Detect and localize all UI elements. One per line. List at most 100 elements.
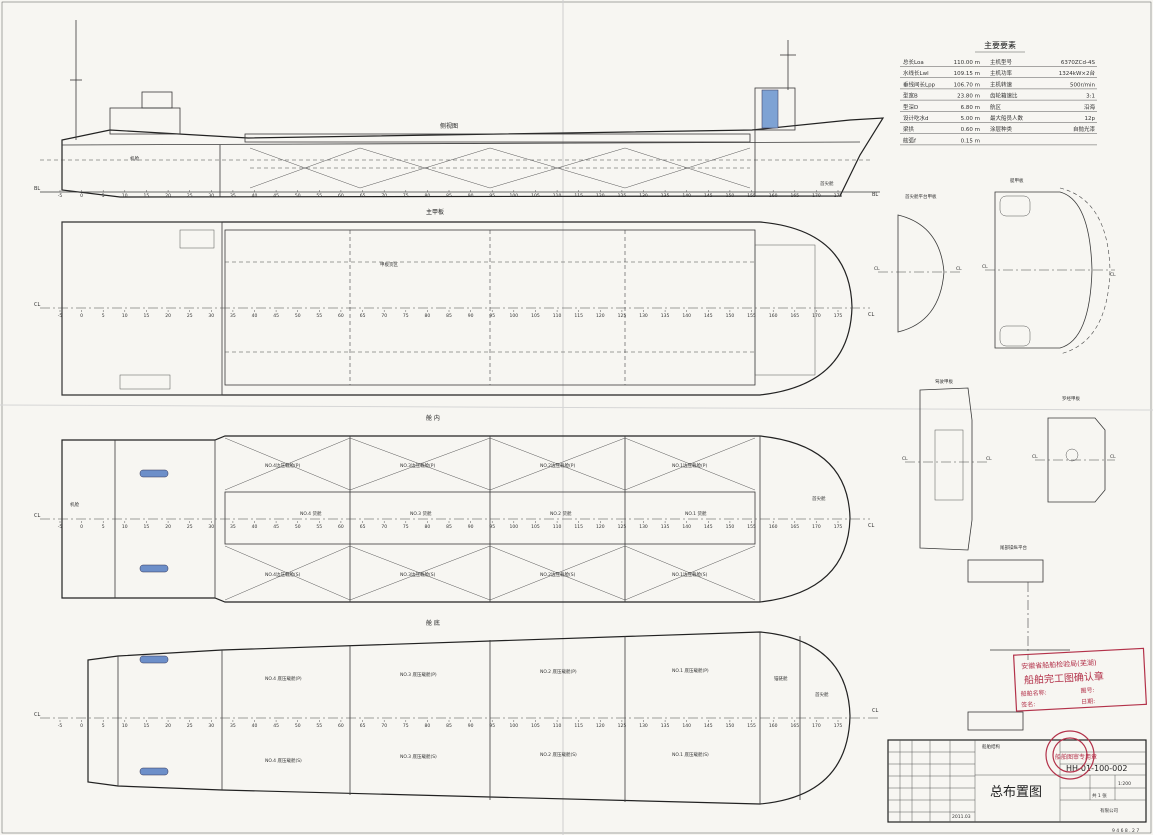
station-number: 70: [381, 313, 387, 319]
bottom-plan-title: 舱 底: [426, 619, 440, 627]
cl-compass-left: CL: [1032, 454, 1038, 460]
station-number: 160: [769, 193, 778, 199]
cl-boat-deck-left: CL: [982, 264, 988, 270]
station-number: 40: [252, 193, 258, 199]
station-number: 155: [747, 313, 756, 319]
spec-left-key: 设计吃水d: [903, 114, 929, 122]
hold-wing-labels-port: NO.4边压载舱(P) NO.3边压载舱(P) NO.2边压载舱(P) NO.1…: [265, 462, 707, 469]
station-number: 75: [403, 313, 409, 319]
compass-icon: [1065, 448, 1079, 462]
station-number: 135: [661, 193, 670, 199]
hold-center-1: NO.1 货舱: [685, 510, 707, 517]
aft-room-2: [119, 374, 171, 390]
bottom-plan-outline: [87, 631, 851, 805]
spec-right-key: 主机功率: [990, 69, 1013, 77]
station-number: 110: [553, 723, 562, 729]
drawing-title: 总布置图: [990, 785, 1042, 800]
station-number: 80: [425, 524, 431, 530]
main-engine-port: [139, 469, 169, 478]
spec-right-key: 航区: [990, 103, 1002, 111]
station-number: 55: [316, 193, 322, 199]
hold-plan-title: 舱 内: [426, 414, 440, 422]
station-number: 5: [102, 524, 105, 530]
station-number: -5: [58, 524, 63, 530]
compass-deck-view: 罗经甲板 CL CL: [1032, 395, 1116, 503]
station-number: 165: [791, 723, 800, 729]
station-number: 150: [726, 524, 735, 530]
station-number: 150: [726, 313, 735, 319]
boat-deck-outline: [994, 191, 1093, 349]
station-number: 145: [704, 313, 713, 319]
station-number: 155: [747, 723, 756, 729]
hold-wing-p-3: NO.3边压载舱(P): [400, 462, 435, 469]
hold-forepeak-label: 首尖舱: [812, 495, 826, 502]
hold-wing-p-1: NO.1边压载舱(P): [672, 462, 707, 469]
cl-boat-deck-right: CL: [1110, 272, 1116, 278]
hold-center-3: NO.3 货舱: [410, 510, 432, 517]
station-number: 175: [834, 193, 843, 199]
station-number: 10: [122, 723, 128, 729]
station-number: 30: [208, 524, 214, 530]
hold-plan: 舱 内 NO.4边压载舱(P) NO.3边压载舱(P) NO.2边压载舱(P) …: [34, 414, 874, 603]
station-number: 145: [704, 193, 713, 199]
boat-deck-title: 艇甲板: [1010, 177, 1024, 184]
station-number: 145: [704, 723, 713, 729]
station-number: 125: [618, 193, 627, 199]
station-number: 175: [834, 723, 843, 729]
title-footer: 9 4 6 8 . 2 7: [1112, 828, 1139, 834]
fore-platform-outline: [897, 214, 945, 333]
title-design-mark: 船舶结构: [982, 743, 1000, 750]
profile-hatch-coaming: [244, 133, 751, 143]
fore-platform-view: 首尖舱平台甲板 CL CL: [874, 193, 962, 333]
drawing-scale: 1:200: [1118, 781, 1131, 787]
station-number: 140: [682, 193, 691, 199]
station-number: 175: [834, 524, 843, 530]
station-number: 15: [144, 193, 150, 199]
deck-cargo-label: 甲板货区: [380, 261, 398, 268]
station-number: -5: [58, 313, 63, 319]
station-number: 90: [468, 193, 474, 199]
station-number: 125: [618, 313, 627, 319]
station-number: 105: [531, 723, 540, 729]
station-number: 25: [187, 193, 193, 199]
aft-view-box: [967, 559, 1044, 583]
station-number: 170: [812, 524, 821, 530]
station-number: 5: [102, 723, 105, 729]
hold-center-2: NO.2 货舱: [550, 510, 572, 517]
cl-compass-right: CL: [1110, 454, 1116, 460]
spec-left-value: 106.70 m: [954, 82, 980, 88]
bridge-deck-view: 驾驶甲板 CL CL: [902, 378, 992, 551]
station-number: 20: [165, 313, 171, 319]
bottom-p-3: NO.3 底压载舱(P): [400, 671, 437, 678]
bottom-s-1: NO.1 底压载舱(S): [672, 751, 709, 758]
spec-left-key: 梁拱: [903, 125, 915, 133]
station-number: 65: [360, 723, 366, 729]
aft-wheelhouse-upper: [141, 91, 173, 109]
spec-right-value: 3:1: [1086, 94, 1095, 100]
drawing-sheet-count: 共 1 张: [1092, 792, 1107, 799]
bottom-forepeak-label: 首尖舱: [815, 691, 829, 698]
bl-label-left: BL: [34, 186, 40, 192]
station-number: 155: [747, 524, 756, 530]
station-number: 55: [316, 524, 322, 530]
main-engine-stbd: [139, 564, 169, 573]
spec-left-key: 型宽B: [903, 92, 918, 100]
station-number: 100: [510, 723, 519, 729]
station-number: 80: [425, 723, 431, 729]
station-number: 40: [252, 723, 258, 729]
cl-label-bottom-right: CL: [872, 708, 878, 714]
spec-right-key: 齿轮箱速比: [990, 92, 1018, 100]
station-number: 120: [596, 524, 605, 530]
station-number: 75: [403, 723, 409, 729]
design-seal-text: 船舶图审专用章: [1055, 753, 1097, 761]
lifeboat-port: [999, 195, 1031, 217]
station-number: 110: [553, 313, 562, 319]
station-number: 125: [618, 723, 627, 729]
cl-fore-platform-left: CL: [874, 266, 880, 272]
fore-platform-title: 首尖舱平台甲板: [905, 193, 937, 200]
